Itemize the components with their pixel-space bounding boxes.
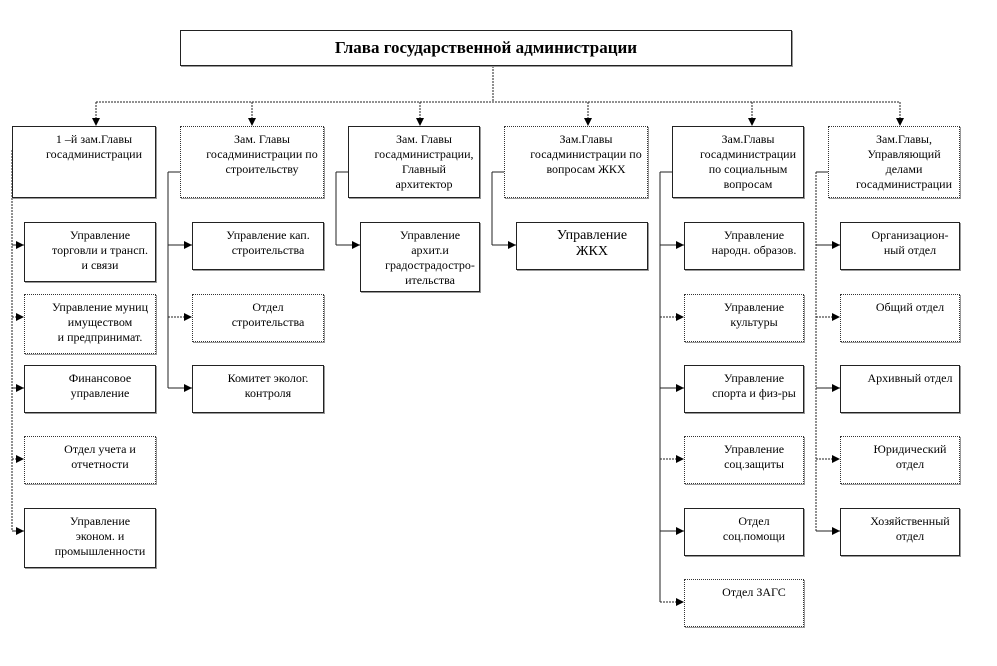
head-of-administration-box: Глава государственной администрации bbox=[180, 30, 792, 66]
arrow-icon bbox=[16, 384, 24, 392]
arrow-icon bbox=[508, 241, 516, 249]
department-box: Управление культуры bbox=[684, 294, 804, 342]
department-box: Управление ЖКХ bbox=[516, 222, 648, 270]
arrow-icon bbox=[676, 455, 684, 463]
department-box: Управление народн. образов. bbox=[684, 222, 804, 270]
arrow-icon bbox=[416, 118, 424, 126]
arrow-icon bbox=[832, 241, 840, 249]
arrow-icon bbox=[832, 384, 840, 392]
deputy-box: Зам.Главы, Управляющий делами госадминис… bbox=[828, 126, 960, 198]
department-box: Управление соц.защиты bbox=[684, 436, 804, 484]
arrow-icon bbox=[16, 241, 24, 249]
department-box: Управление эконом. и промышленности bbox=[24, 508, 156, 568]
arrow-icon bbox=[16, 527, 24, 535]
arrow-icon bbox=[676, 384, 684, 392]
department-box: Отдел ЗАГС bbox=[684, 579, 804, 627]
deputy-box: Зам. Главы госадминистрации по строитель… bbox=[180, 126, 324, 198]
department-box: Комитет эколог. контроля bbox=[192, 365, 324, 413]
arrow-icon bbox=[676, 598, 684, 606]
department-box: Архивный отдел bbox=[840, 365, 960, 413]
department-box: Хозяйственный отдел bbox=[840, 508, 960, 556]
department-box: Организацион- ный отдел bbox=[840, 222, 960, 270]
deputy-box: Зам.Главы госадминистрации по социальным… bbox=[672, 126, 804, 198]
arrow-icon bbox=[92, 118, 100, 126]
department-box: Финансовое управление bbox=[24, 365, 156, 413]
arrow-icon bbox=[16, 455, 24, 463]
arrow-icon bbox=[184, 241, 192, 249]
arrow-icon bbox=[352, 241, 360, 249]
department-box: Отдел учета и отчетности bbox=[24, 436, 156, 484]
deputy-box: Зам.Главы госадминистрации по вопросам Ж… bbox=[504, 126, 648, 198]
deputy-box: Зам. Главы госадминистрации, Главный арх… bbox=[348, 126, 480, 198]
arrow-icon bbox=[676, 241, 684, 249]
department-box: Отдел строительства bbox=[192, 294, 324, 342]
arrow-icon bbox=[184, 313, 192, 321]
arrow-icon bbox=[896, 118, 904, 126]
department-box: Управление архит.и градострадостро- ител… bbox=[360, 222, 480, 292]
arrow-icon bbox=[748, 118, 756, 126]
department-box: Отдел соц.помощи bbox=[684, 508, 804, 556]
arrow-icon bbox=[676, 527, 684, 535]
arrow-icon bbox=[832, 527, 840, 535]
department-box: Управление спорта и физ-ры bbox=[684, 365, 804, 413]
department-box: Юридический отдел bbox=[840, 436, 960, 484]
department-box: Управление муниц имуществом и предприним… bbox=[24, 294, 156, 354]
arrow-icon bbox=[184, 384, 192, 392]
department-box: Управление кап. строительства bbox=[192, 222, 324, 270]
department-box: Общий отдел bbox=[840, 294, 960, 342]
arrow-icon bbox=[584, 118, 592, 126]
arrow-icon bbox=[832, 313, 840, 321]
arrow-icon bbox=[832, 455, 840, 463]
arrow-icon bbox=[676, 313, 684, 321]
deputy-box: 1 –й зам.Главы госадминистрации bbox=[12, 126, 156, 198]
arrow-icon bbox=[248, 118, 256, 126]
department-box: Управление торговли и трансп. и связи bbox=[24, 222, 156, 282]
arrow-icon bbox=[16, 313, 24, 321]
